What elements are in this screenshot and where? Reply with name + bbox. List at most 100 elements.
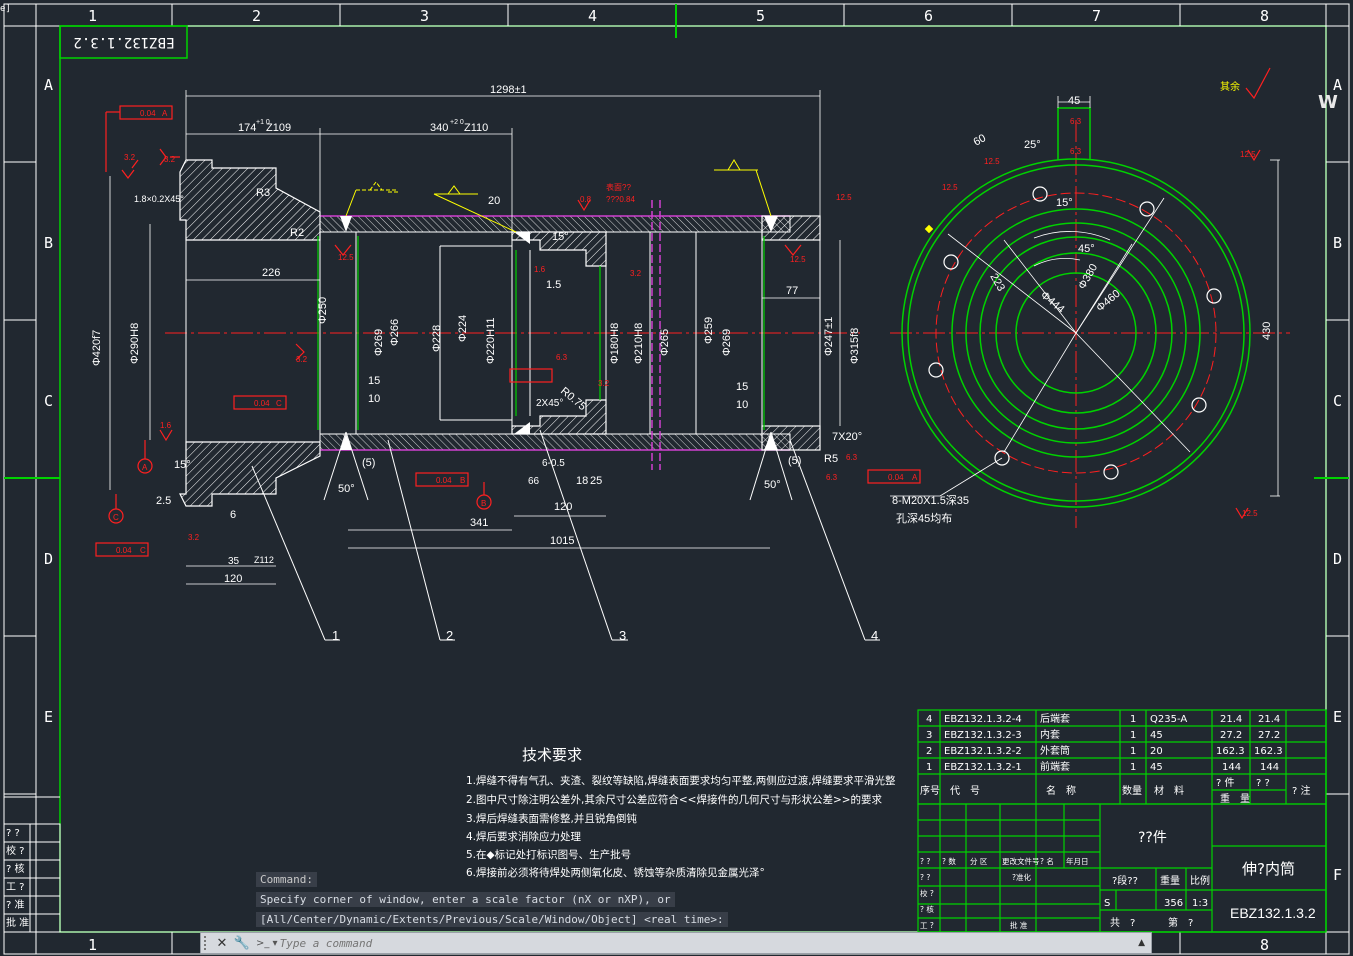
dim-text: Φ290H8 xyxy=(129,323,141,364)
rough-value: 1.6 xyxy=(534,265,546,274)
bolt-holes xyxy=(928,186,1222,480)
dim-text: 10 xyxy=(368,393,380,405)
weight-label: 重量 xyxy=(1160,874,1180,887)
stage-label: ?段?? xyxy=(1112,874,1138,887)
dim-text: 120 xyxy=(554,501,572,513)
dim-text: 35 xyxy=(228,556,240,567)
window-title-fragment: e] xyxy=(0,4,11,14)
history-up-icon[interactable]: ▲ xyxy=(1138,938,1145,948)
gdt-datum: C xyxy=(140,546,146,555)
svg-text:分 区: 分 区 xyxy=(970,857,988,866)
svg-text:45: 45 xyxy=(1150,762,1163,773)
drag-handle[interactable] xyxy=(204,936,212,950)
end-view[interactable] xyxy=(890,96,1290,528)
gdt-value: 0.04 xyxy=(888,473,904,482)
svg-text:批 准: 批 准 xyxy=(1010,920,1028,930)
col-label: 2 xyxy=(252,7,261,25)
gdt-value: 0.04 xyxy=(254,399,270,408)
dim-text: Φ269 xyxy=(721,329,733,356)
dim-text: 1.8×0.2X45° xyxy=(134,194,184,204)
tech-req-line: 4.焊后要求消除应力处理 xyxy=(466,830,582,843)
row-label: C xyxy=(44,392,53,410)
row-label: D xyxy=(1333,550,1342,568)
svg-text:? 注: ? 注 xyxy=(1292,784,1311,797)
dim-text: Φ180H8 xyxy=(609,323,621,364)
dim-text: Φ210H8 xyxy=(633,323,645,364)
dim-text: 15 xyxy=(368,375,380,387)
gdt-datum: B xyxy=(460,476,465,485)
dim-text: (5) xyxy=(788,455,801,467)
datum-mark: C xyxy=(113,513,119,522)
svg-text:校 ?: 校 ? xyxy=(920,888,934,898)
svg-text:4: 4 xyxy=(926,714,932,725)
rough-value: 12.5 xyxy=(1240,150,1256,159)
svg-text:1: 1 xyxy=(1130,762,1136,773)
weight-value: 356 xyxy=(1164,898,1183,909)
dim-text: 2X45° xyxy=(536,398,563,409)
row-label: A xyxy=(1333,76,1342,94)
svg-text:? 数: ? 数 xyxy=(942,856,956,866)
gdt-datum: C xyxy=(276,399,282,408)
dim-text: Φ269 xyxy=(373,329,385,356)
svg-text:? ?: ? ? xyxy=(1256,778,1270,789)
rough-value: 3.2 xyxy=(124,153,136,162)
col-label: 6 xyxy=(924,7,933,25)
dim-text: Φ265 xyxy=(659,329,671,356)
dim-ref: Z110 xyxy=(464,122,488,134)
dim-text: 45 xyxy=(1068,95,1080,107)
balloon-2: 2 xyxy=(446,628,453,643)
rest-rough-label: 其余 xyxy=(1220,80,1240,93)
rough-value: 12.5 xyxy=(836,193,852,202)
balloon-4: 4 xyxy=(871,628,878,643)
strip-label: 工 ? xyxy=(6,882,25,893)
svg-text:代 号: 代 号 xyxy=(950,785,980,797)
dim-text: 15° xyxy=(174,459,191,471)
dim-text: Φ444 xyxy=(1038,289,1067,316)
svg-text:144: 144 xyxy=(1222,762,1241,773)
svg-text:重 量: 重 量 xyxy=(1220,792,1250,805)
row-label: E xyxy=(44,708,53,726)
svg-text:EBZ132.1.3.2-1: EBZ132.1.3.2-1 xyxy=(944,762,1022,773)
svg-text:?准化: ?准化 xyxy=(1012,872,1031,882)
dim-text: Φ259 xyxy=(703,317,715,344)
tech-req-line: 3.焊后焊缝表面需修整,并且锐角倒钝 xyxy=(466,812,637,825)
rough-value: 12.5 xyxy=(942,183,958,192)
dim-text: 60 xyxy=(972,132,989,149)
command-input[interactable] xyxy=(277,935,1062,951)
dim-text: (5) xyxy=(362,457,375,469)
svg-text:后端套: 后端套 xyxy=(1040,712,1070,725)
row-label: F xyxy=(1333,866,1342,884)
dim-text: 50° xyxy=(338,483,355,495)
svg-text:更改文件号: 更改文件号 xyxy=(1002,856,1040,866)
prompt-icon[interactable]: >_ ▾ xyxy=(256,937,278,949)
section-view[interactable] xyxy=(95,67,1271,641)
col-label: 3 xyxy=(420,7,429,25)
dim-text: Φ220H11 xyxy=(485,318,497,365)
svg-text:名 称: 名 称 xyxy=(1046,784,1076,797)
dim-text: R5 xyxy=(824,453,838,465)
command-history-line: [All/Center/Dynamic/Extents/Previous/Sca… xyxy=(256,912,728,927)
outer-tube-top xyxy=(319,215,791,233)
strip-label: 校 ? xyxy=(6,844,25,857)
front-flange-bottom xyxy=(179,441,321,507)
dim-text: 6-0.5 xyxy=(542,458,565,469)
dim-text: 6 xyxy=(230,509,236,521)
rough-value: 6.3 xyxy=(556,353,568,362)
svg-text:EBZ132.1.3.2-2: EBZ132.1.3.2-2 xyxy=(944,746,1022,757)
close-icon[interactable]: ✕ xyxy=(216,935,228,951)
dim-text: 15 xyxy=(736,381,748,393)
dim-text: 15° xyxy=(1056,197,1073,209)
strip-label: ? ? xyxy=(6,828,20,839)
dim-text: Φ250 xyxy=(317,297,329,324)
inner-sleeve-top xyxy=(511,231,607,267)
svg-text:162.3: 162.3 xyxy=(1216,746,1245,757)
command-line-bar[interactable]: ✕ 🔧 >_ ▾ ▲ xyxy=(200,932,1152,954)
wrench-icon[interactable]: 🔧 xyxy=(233,935,251,951)
dim-ref: Z112 xyxy=(254,555,274,565)
tech-req-line: 2.图中尺寸除注明公差外,其余尺寸公差应符合<<焊接件的几何尺寸与形状公差>>的… xyxy=(466,793,883,806)
